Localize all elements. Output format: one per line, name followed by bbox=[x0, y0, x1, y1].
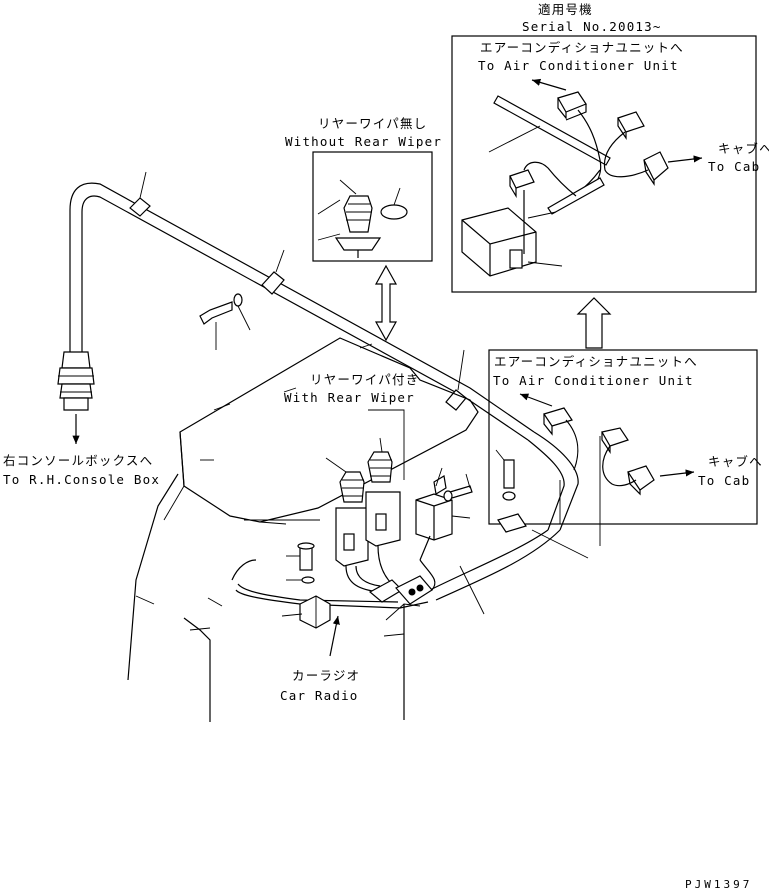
connector-plug-right bbox=[365, 437, 401, 585]
connector-icon bbox=[617, 111, 645, 140]
relay-icon bbox=[415, 467, 471, 591]
arrow-to-cab bbox=[667, 155, 703, 163]
connector-icon bbox=[543, 407, 573, 436]
inset-mid-cab-en: To Cab bbox=[698, 473, 750, 488]
bolt-icon bbox=[443, 473, 473, 502]
washer-icon bbox=[301, 576, 315, 584]
control-box-icon bbox=[461, 190, 563, 277]
with-wiper-en: With Rear Wiper bbox=[284, 390, 415, 405]
without-wiper-jp: リヤーワイパ無し bbox=[318, 116, 427, 131]
without-wiper-en: Without Rear Wiper bbox=[285, 134, 442, 149]
inset-top-ac-jp: エアーコンディショナユニットへ bbox=[480, 40, 684, 55]
inset-top-ac-en: To Air Conditioner Unit bbox=[478, 58, 679, 73]
inset-air-conditioner-top: エアーコンディショナユニットへ To Air Conditioner Unit … bbox=[451, 35, 769, 293]
inset-without-rear-wiper: リヤーワイパ無し Without Rear Wiper bbox=[285, 116, 442, 262]
grommet-icon bbox=[57, 351, 95, 411]
mounting-bar bbox=[493, 95, 611, 166]
connector-plug-icon bbox=[334, 195, 382, 258]
inset-top-cab-jp: キャブへ bbox=[718, 141, 769, 156]
up-arrow-icon bbox=[576, 297, 612, 349]
cap-icon bbox=[380, 187, 408, 220]
serial-label-jp: 適用号機 bbox=[538, 2, 593, 17]
connector-plug-left bbox=[325, 457, 381, 593]
bolt-icon bbox=[495, 449, 516, 501]
connector-icon bbox=[627, 465, 655, 496]
connector-icon bbox=[557, 91, 587, 121]
clamp-icon bbox=[261, 249, 285, 295]
connector-icon bbox=[509, 161, 577, 199]
arrow-to-ac bbox=[519, 393, 553, 407]
drawing-code: PJW1397 bbox=[685, 878, 752, 891]
harness-pipe bbox=[57, 171, 589, 615]
double-arrow-icon bbox=[374, 264, 398, 342]
inset-top-cab-en: To Cab bbox=[708, 159, 760, 174]
inset-mid-ac-jp: エアーコンディショナユニットへ bbox=[494, 354, 698, 369]
clamp-icon bbox=[129, 171, 151, 217]
radio-bracket-icon bbox=[281, 595, 331, 629]
inset-frame bbox=[451, 35, 757, 293]
bolt-icon bbox=[199, 293, 251, 350]
serial-label-en: Serial No.20013~ bbox=[522, 19, 662, 34]
with-wiper-jp: リヤーワイパ付き bbox=[310, 372, 419, 387]
cab-body-outline bbox=[127, 337, 479, 722]
inset-air-conditioner-mid: エアーコンディショナユニットへ To Air Conditioner Unit … bbox=[488, 349, 763, 546]
radio-label-jp: カーラジオ bbox=[292, 668, 360, 683]
bracket-icon bbox=[497, 513, 527, 533]
inset-frame bbox=[488, 349, 758, 525]
inset-frame bbox=[312, 151, 433, 262]
with-wiper-bracket bbox=[368, 409, 405, 480]
connector-icon bbox=[601, 427, 629, 454]
radio-harness bbox=[231, 559, 433, 609]
radio-label-en: Car Radio bbox=[280, 688, 359, 703]
connector-icon bbox=[643, 151, 669, 186]
bolt-icon bbox=[286, 542, 315, 571]
inset-mid-cab-jp: キャブへ bbox=[708, 454, 763, 469]
arrow-to-ac bbox=[531, 78, 567, 91]
arrow-to-radio bbox=[329, 615, 340, 657]
inset-mid-ac-en: To Air Conditioner Unit bbox=[493, 373, 694, 388]
arrow-to-cab bbox=[659, 469, 695, 477]
console-label-jp: 右コンソールボックスへ bbox=[3, 453, 153, 468]
console-label-en: To R.H.Console Box bbox=[3, 472, 160, 487]
